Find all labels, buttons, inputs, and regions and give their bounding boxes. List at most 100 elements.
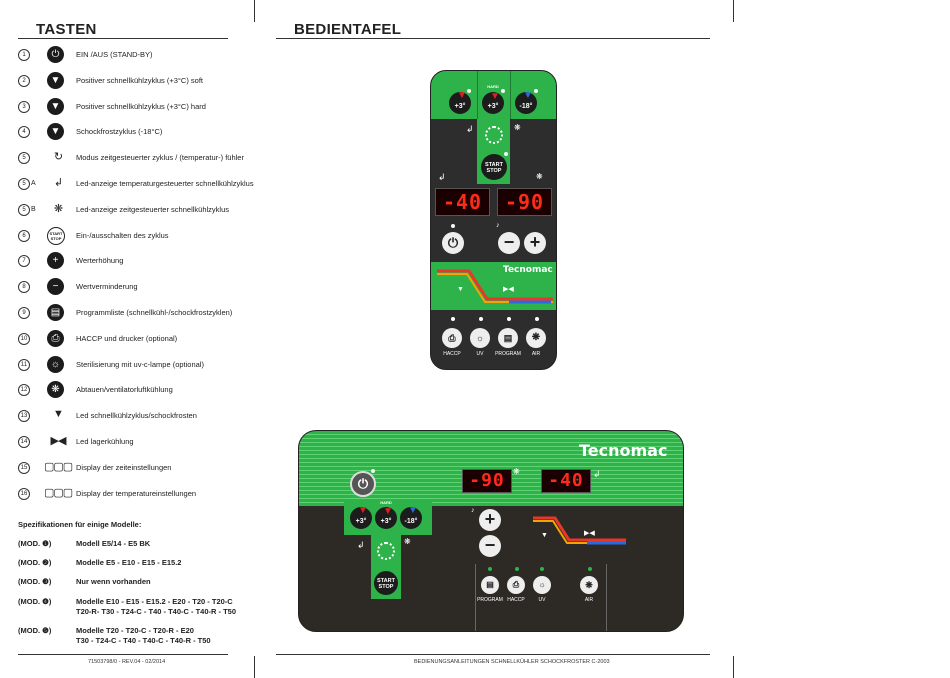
program-button-large[interactable]: ▤	[481, 576, 499, 594]
key-row: 5↻Modus zeitgesteuerter zyklus / (temper…	[18, 147, 248, 169]
spec-model-ref: (MOD. ❶)	[18, 539, 52, 548]
mode-icon: ↻	[53, 151, 63, 164]
key-number-text: 7	[22, 258, 26, 265]
start-label-large: START	[377, 578, 395, 584]
hard-tag: HARD	[487, 84, 499, 89]
key-number: 5	[18, 152, 30, 165]
spec-model-line: Nur wenn vorhanden	[76, 577, 151, 586]
key-description: Wertverminderung	[76, 282, 138, 292]
key-number-suffix: B	[31, 205, 36, 213]
key-description: Werterhöhung	[76, 256, 124, 266]
plus-icon: +	[44, 250, 70, 272]
tecnomac-logo-large: Tecnomac	[579, 441, 668, 460]
hard-cooling-button-large[interactable]: HARD ▼ +3°	[375, 500, 397, 529]
spec-model-line: Modelle E5 - E10 - E15 - E15.2	[76, 558, 182, 567]
soft-cooling-button-large[interactable]: ▼ +3°	[350, 505, 372, 529]
led-storage-icon: ▶◀	[503, 286, 514, 293]
spec-model-ref: (MOD. ❹)	[18, 597, 52, 606]
plus-button[interactable]: +	[524, 232, 546, 254]
time-display-large: -90	[462, 469, 512, 493]
key-number: 12	[18, 384, 30, 397]
left-page-border-bottom	[254, 656, 255, 678]
mode-button-large[interactable]	[377, 542, 395, 560]
key-number-text: 8	[22, 284, 26, 291]
program-label: PROGRAM	[495, 351, 521, 357]
tasten-heading: TASTEN	[36, 21, 97, 38]
key-description: Led-anzeige temperaturgesteuerter schnel…	[76, 179, 254, 188]
minus-button[interactable]: −	[498, 232, 520, 254]
plus-button-large[interactable]: +	[479, 509, 501, 531]
key-description: Schockfrostzyklus (-18°C)	[76, 127, 163, 137]
freeze-label: -18°	[519, 103, 533, 110]
spec-model-ref: (MOD. ❸)	[18, 577, 52, 586]
key-row: 11☼Sterilisierung mit uv-c-lampe (option…	[18, 354, 248, 376]
uv-button[interactable]: ☼	[470, 328, 490, 348]
uv-button-large[interactable]: ☼	[533, 576, 551, 594]
spec-model-line: T20-R- T30 - T24-C - T40 - T40-C - T40-R…	[76, 607, 237, 616]
soft-led	[467, 89, 471, 93]
key-description: EIN /AUS (STAND-BY)	[76, 50, 153, 59]
horizontal-control-panel: Tecnomac ⏻ -90 ❋ -40 ↲ ▼ +3° HARD ▼ +3° …	[298, 430, 684, 632]
freeze-label-large: -18°	[404, 518, 418, 525]
soft-label: +3°	[454, 103, 466, 110]
time-display: -90	[497, 188, 552, 216]
key-number-text: 3	[22, 103, 26, 110]
shock-freeze-button-large[interactable]: ▼ -18°	[400, 505, 422, 529]
hard-label-large: +3°	[380, 518, 392, 525]
stop-label: STOP	[486, 168, 502, 174]
power-button-large[interactable]: ⏻	[350, 471, 376, 497]
hard-cooling-button[interactable]: HARD ▼ +3°	[482, 84, 504, 114]
bottom-button-tray	[475, 564, 607, 631]
note-icon: ♪	[496, 222, 500, 229]
shock-freeze-button[interactable]: ▼ -18°	[515, 90, 537, 114]
cycle-curve-graphic	[437, 269, 553, 304]
haccp-button-large[interactable]: ⎙	[507, 576, 525, 594]
strip-divider-2	[510, 71, 511, 119]
power-led	[451, 224, 455, 228]
soft-cooling-button[interactable]: ▼ +3°	[449, 90, 471, 114]
spec-models: Modelle E10 - E15 - E15.2 - E20 - T20 - …	[76, 597, 236, 617]
probe-led-icon: ↲	[466, 124, 474, 134]
mode-button[interactable]	[485, 126, 503, 144]
spec-model-line: T30 - T24-C - T40 - T40-C - T40-R - T50	[76, 636, 211, 645]
power-button[interactable]: ⏻	[442, 232, 464, 254]
key-description: HACCP und drucker (optional)	[76, 333, 178, 343]
freeze-arrow-icon: ▼	[523, 90, 533, 101]
key-number: 1	[18, 49, 30, 61]
key-number: 6	[18, 229, 30, 242]
minus-icon: −	[44, 276, 70, 298]
spec-title: Spezifikationen für einige Modelle:	[18, 520, 142, 529]
key-number-suffix: A	[31, 180, 36, 187]
led-cycle-large-icon: ▼	[541, 532, 548, 539]
air-led-large	[588, 567, 592, 571]
air-button-large[interactable]: ❋	[580, 576, 598, 594]
temperature-display-large: -40	[541, 469, 591, 493]
program-button[interactable]: ▤	[498, 328, 518, 348]
key-number: 2	[18, 74, 30, 87]
key-number: 4	[18, 126, 30, 139]
air-led	[535, 317, 539, 321]
left-page-border	[254, 0, 255, 22]
time-display-icon: ❋	[536, 172, 543, 181]
key-number-text: 15	[20, 464, 28, 471]
start-stop-button[interactable]: START STOP	[481, 154, 507, 180]
right-page-border	[733, 0, 734, 22]
key-number-text: 13	[20, 413, 28, 420]
start-stop-button-large[interactable]: START STOP	[374, 571, 398, 595]
haccp-button[interactable]: ⎙	[442, 328, 462, 348]
minus-button-large[interactable]: −	[479, 535, 501, 557]
led-storage-large-icon: ▶◀	[584, 530, 595, 537]
air-button[interactable]: ❋	[526, 328, 546, 348]
key-number: 9	[18, 307, 30, 319]
note-large-icon: ♪	[471, 507, 475, 514]
key-number-text: 4	[22, 129, 26, 136]
hard-label: +3°	[487, 103, 499, 110]
spec-model-line: Modelle E10 - E15 - E15.2 - E20 - T20 - …	[76, 597, 233, 606]
footer-left: 71503798/0 - REV.04 - 02/2014	[88, 659, 166, 665]
key-description: Led-anzeige zeitgesteuerter schnellkühlz…	[76, 204, 230, 214]
key-number-text: 2	[22, 77, 26, 84]
key-number-text: 5	[22, 206, 26, 213]
spec-model-ref: (MOD. ❷)	[18, 558, 52, 567]
